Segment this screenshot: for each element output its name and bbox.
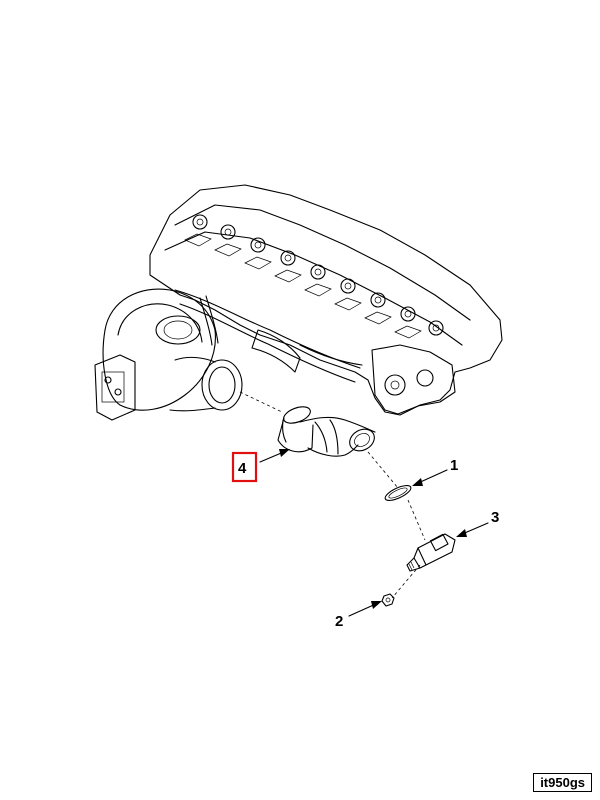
callout-4-highlight-box [231, 451, 258, 483]
engine-cylinder-head [149, 184, 503, 416]
figure-reference-code: it950gs [533, 773, 592, 792]
assembly-centerline-lower [367, 451, 426, 599]
callouts: 1 3 2 4 [231, 451, 499, 630]
o-ring-seal [384, 484, 412, 502]
assembly-centerline-upper [239, 391, 283, 413]
callout-4: 4 [238, 460, 247, 477]
sensor [406, 533, 456, 572]
turbocharger [94, 288, 243, 421]
callout-2: 2 [335, 613, 343, 630]
elbow-connection [277, 406, 376, 457]
callout-1: 1 [450, 457, 458, 474]
valve-bosses [192, 214, 444, 336]
leader-lines [259, 449, 489, 617]
nut [381, 593, 395, 607]
callout-3: 3 [491, 509, 499, 526]
